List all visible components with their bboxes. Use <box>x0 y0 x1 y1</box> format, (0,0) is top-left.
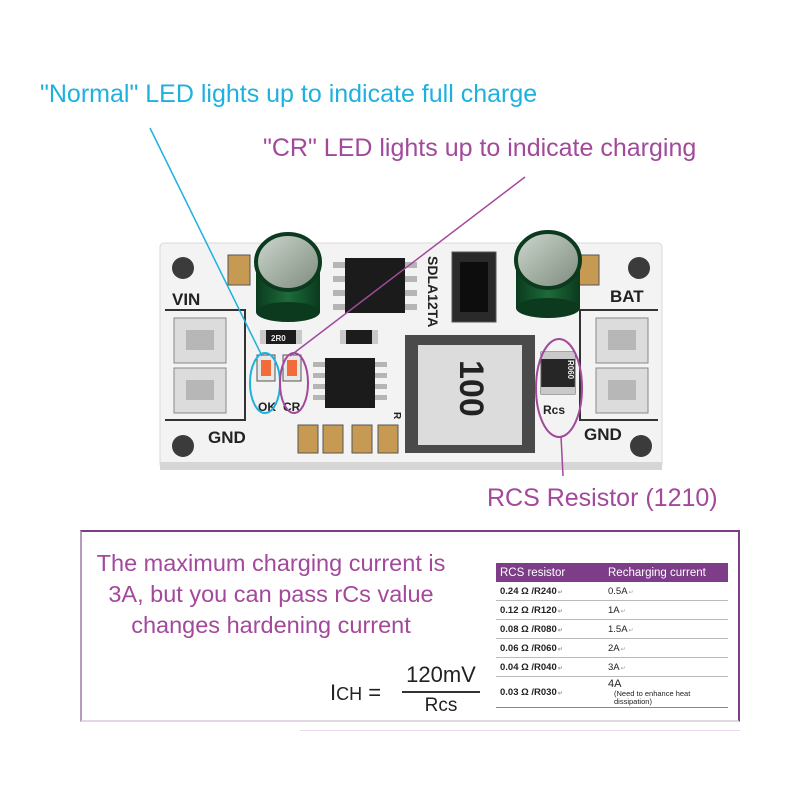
header-recharging-current: Recharging current <box>604 563 728 582</box>
charging-formula: ICH = 120mV Rcs <box>330 662 500 720</box>
rcs-pcb-label: Rcs <box>543 403 565 417</box>
cr-led <box>282 354 302 382</box>
pcb-board-image: SDLA12TA 2R0 OK CR R <box>149 127 663 477</box>
ic-top <box>333 258 417 313</box>
inductor <box>405 335 535 453</box>
ok-led <box>256 354 276 382</box>
current-cell: 0.5A↵ <box>604 582 728 601</box>
bat-label: BAT <box>610 287 644 306</box>
resistor-marking: R060 <box>566 360 575 380</box>
table-row: 0.08 Ω /R080↵ 1.5A↵ <box>496 619 728 639</box>
rcs-highlight-circle <box>535 338 583 438</box>
cr-led-callout: "CR" LED lights up to indicate charging <box>263 134 697 162</box>
model-marking: SDLA12TA <box>425 256 441 327</box>
table-row: 0.06 Ω /R060↵ 2A↵ <box>496 638 728 658</box>
resistor-cell: 0.06 Ω /R060↵ <box>496 638 604 658</box>
gnd-right-label: GND <box>584 425 622 444</box>
current-cell: 2A↵ <box>604 638 728 658</box>
formula-fraction-bar <box>402 691 480 693</box>
rcs-resistor-callout: RCS Resistor (1210) <box>487 484 718 512</box>
cr-leader-line <box>289 176 526 357</box>
rcs-leader-line <box>560 435 564 477</box>
divider <box>300 730 740 731</box>
electrolytic-capacitor-left <box>254 232 322 322</box>
resistor-cell: 0.03 Ω /R030↵ <box>496 676 604 708</box>
resistor-cell: 0.12 Ω /R120↵ <box>496 600 604 620</box>
inductor-marking: 100 <box>452 360 490 417</box>
table-row: 0.24 Ω /R240↵ 0.5A↵ <box>496 582 728 601</box>
bottom-capacitors <box>297 424 399 454</box>
vin-label: VIN <box>172 290 200 309</box>
normal-leader-line <box>149 127 263 357</box>
rcs-resistor <box>540 351 576 395</box>
normal-led-callout: "Normal" LED lights up to indicate full … <box>40 80 538 108</box>
diode <box>451 251 497 323</box>
electrolytic-capacitor-right <box>514 230 582 318</box>
heat-note: (Need to enhance heat dissipation) <box>614 689 691 706</box>
current-cell: 4A(Need to enhance heat dissipation) <box>604 676 728 708</box>
current-cell: 3A↵ <box>604 657 728 677</box>
small-marking: 2R0 <box>271 334 286 343</box>
header-rcs-resistor: RCS resistor <box>496 563 604 582</box>
gnd-left-label: GND <box>208 428 246 447</box>
resistor-cell: 0.04 Ω /R040↵ <box>496 657 604 677</box>
description-text: The maximum charging current is 3A, but … <box>96 550 446 638</box>
current-cell: 1.5A↵ <box>604 619 728 639</box>
formula-lhs: ICH = <box>330 680 382 705</box>
terminal-pads <box>173 317 649 414</box>
formula-numerator: 120mV <box>406 662 476 687</box>
current-cell: 1A↵ <box>604 600 728 620</box>
mounting-holes <box>172 257 652 457</box>
table-row: 0.12 Ω /R120↵ 1A↵ <box>496 600 728 620</box>
r-label: R <box>391 412 402 420</box>
ic-main <box>313 358 387 408</box>
resistor-cell: 0.24 Ω /R240↵ <box>496 582 604 601</box>
table-row: 0.04 Ω /R040↵ 3A↵ <box>496 657 728 677</box>
formula-denominator: Rcs <box>424 695 458 716</box>
rcs-table: RCS resistor Recharging current 0.24 Ω /… <box>496 563 728 708</box>
resistor-cell: 0.08 Ω /R080↵ <box>496 619 604 639</box>
table-header-row: RCS resistor Recharging current <box>496 563 728 582</box>
table-row: 0.03 Ω /R030↵ 4A(Need to enhance heat di… <box>496 676 728 708</box>
